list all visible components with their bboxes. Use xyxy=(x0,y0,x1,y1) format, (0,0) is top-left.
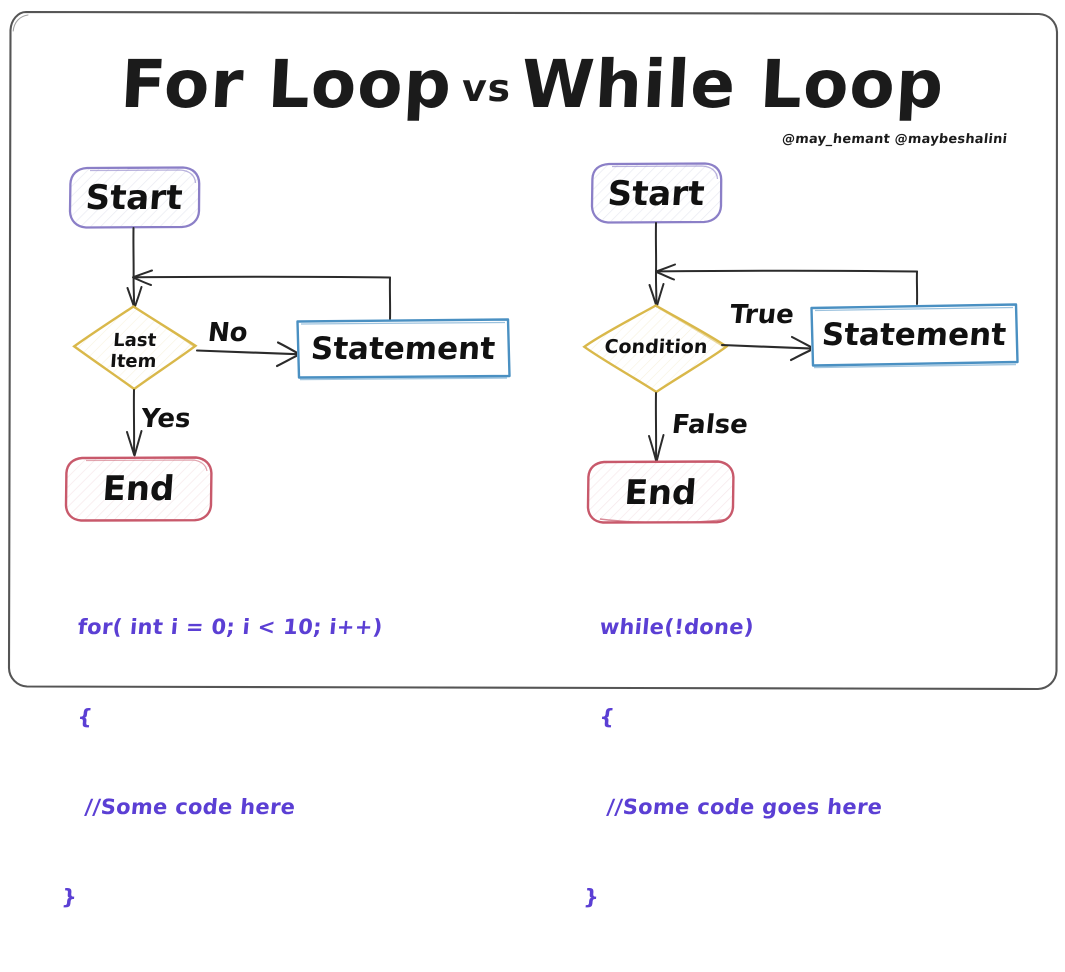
board-frame xyxy=(7,10,1059,691)
title-right: While Loop xyxy=(519,46,947,123)
code-line: for( int i = 0; i < 10; i++) xyxy=(76,615,384,639)
node-label-statement-for: Statement xyxy=(309,331,497,367)
code-snippet-while-loop: while(!done) { //Some code goes here } xyxy=(570,552,905,972)
code-line: { xyxy=(68,705,94,729)
node-label-decision-for: Last Item xyxy=(73,330,196,372)
diagram-strokes xyxy=(7,10,1059,691)
edge-statement-to-decision-while xyxy=(655,263,919,305)
node-statement-for[interactable] xyxy=(296,318,511,381)
code-line: } xyxy=(53,885,79,909)
decision-label-line2: Item xyxy=(109,351,158,372)
edge-start-to-decision-while xyxy=(648,222,665,308)
edge-label-no: No xyxy=(206,318,250,348)
code-line: { xyxy=(590,705,616,729)
node-label-decision-while: Condition xyxy=(603,336,709,358)
decision-label-line1: Last xyxy=(112,330,157,351)
node-decision-while[interactable] xyxy=(582,304,729,394)
title-vs: vs xyxy=(460,66,513,110)
node-end-while[interactable] xyxy=(586,460,735,524)
node-statement-while[interactable] xyxy=(810,303,1019,369)
edge-decision-to-end-while xyxy=(648,392,665,463)
for-loop-diagram xyxy=(64,166,511,522)
while-loop-diagram xyxy=(582,162,1019,524)
node-start-for[interactable] xyxy=(68,166,201,229)
title-left: For Loop xyxy=(118,46,455,123)
node-label-end-while: End xyxy=(623,473,698,513)
edge-start-to-decision-for xyxy=(126,227,143,309)
node-label-start-for: Start xyxy=(84,178,184,218)
edge-label-false: False xyxy=(670,410,750,440)
node-end-for[interactable] xyxy=(64,456,213,522)
code-line: } xyxy=(575,885,601,909)
edge-label-true: True xyxy=(728,300,796,330)
node-decision-for[interactable] xyxy=(72,305,198,391)
node-label-statement-while: Statement xyxy=(820,317,1008,353)
node-label-start-while: Start xyxy=(606,174,706,214)
code-line: //Some code goes here xyxy=(583,795,884,819)
edge-label-yes: Yes xyxy=(139,404,193,434)
credits-handles: @may_hemant @maybeshalini xyxy=(781,132,1008,147)
edge-statement-to-decision-for xyxy=(132,269,392,321)
node-label-end-for: End xyxy=(101,469,176,509)
code-line: while(!done) xyxy=(598,615,755,639)
code-snippet-for-loop: for( int i = 0; i < 10; i++) { //Some co… xyxy=(48,552,390,972)
edge-decision-to-end-for xyxy=(126,389,143,457)
node-start-while[interactable] xyxy=(590,162,723,224)
code-line: //Some code here xyxy=(61,795,297,819)
